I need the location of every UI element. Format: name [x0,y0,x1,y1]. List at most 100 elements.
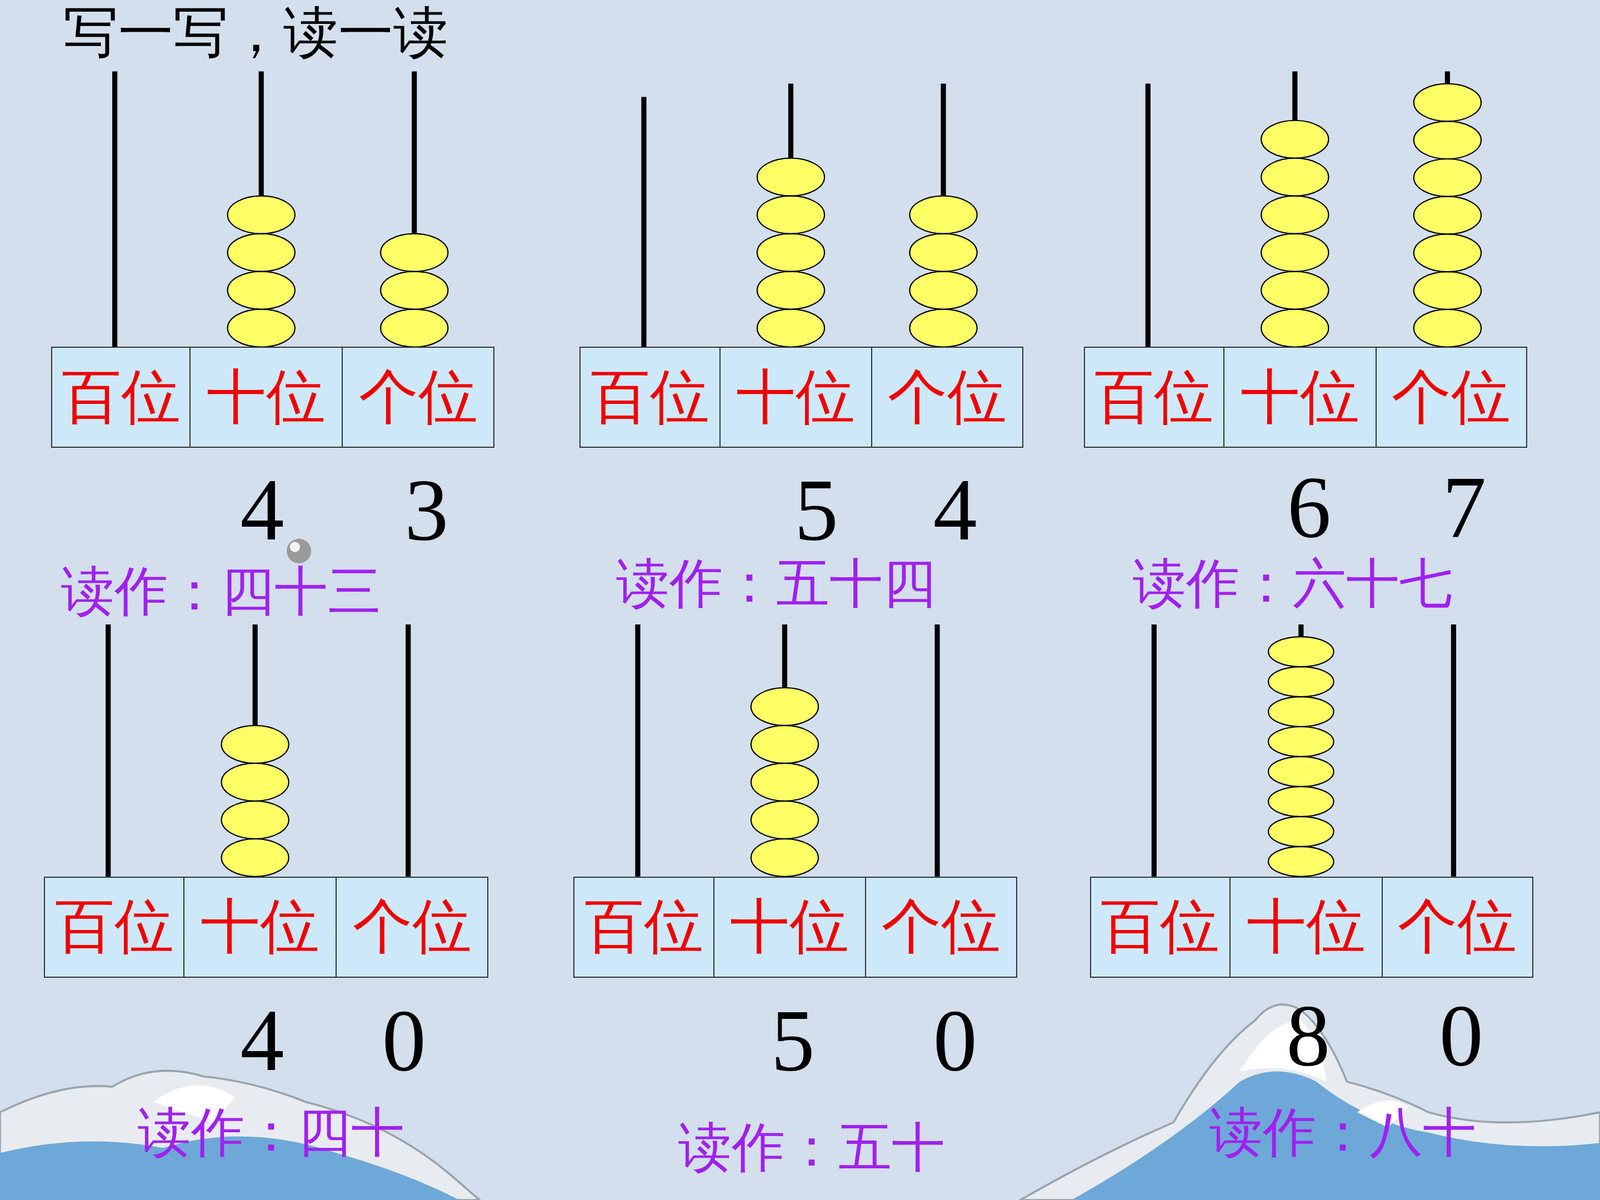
abacus-bead [751,801,819,839]
abacus-bead [909,271,977,310]
abacus-bead [757,233,825,272]
title: 写一写，读一读 [63,0,449,70]
digit: 4 [240,466,285,554]
place-value-cell: 个位 [865,876,1018,978]
abacus-bead [221,725,289,764]
reading: 读作：八十 [1209,1103,1477,1162]
abacus-bead [751,725,819,764]
place-value-name: 百位 [55,886,174,968]
digit: 6 [1287,463,1332,552]
place-value-cell: 个位 [1381,876,1534,978]
abacus-bead [1413,83,1482,122]
abacus-bead [1268,696,1334,727]
abacus-bead [1261,271,1329,310]
abacus-rod [635,624,640,877]
abacus-bead [1268,636,1334,667]
digit: 7 [1442,463,1487,552]
place-value-cell: 个位 [341,346,495,448]
abacus-bead [221,763,289,802]
abacus-rod [1145,83,1151,348]
abacus-bead [380,309,448,348]
place-value-cell: 个位 [1375,346,1528,448]
place-value-cell: 十位 [1223,346,1377,448]
abacus-rod [1151,624,1157,877]
place-value-name: 十位 [200,886,320,968]
place-value-name: 个位 [887,357,1007,438]
place-value-name: 十位 [1240,357,1360,438]
place-value-cell: 个位 [871,346,1024,448]
abacus-bead [757,309,825,348]
abacus-bead [221,838,289,877]
abacus-bead [221,801,289,839]
abacus-bead [751,838,819,877]
digit: 3 [404,466,449,554]
abacus-bead [227,233,295,272]
digit: 5 [771,996,815,1085]
digit: 0 [382,996,427,1085]
abacus-bead [1413,233,1482,272]
abacus-bead [757,271,825,310]
abacus-rod [934,624,940,877]
place-value-name: 百位 [590,357,710,438]
abacus-rod [405,624,411,877]
abacus-bead [227,271,295,310]
abacus-rod [105,624,111,877]
reading: 读作：四十 [137,1103,405,1162]
place-value-cell: 百位 [579,346,720,448]
abacus-bead [380,271,448,310]
cursor-dot [286,538,312,564]
reading: 读作：四十三 [61,562,382,622]
abacus-bead [1261,233,1329,272]
abacus-bead [1261,120,1329,159]
place-value-name: 个位 [352,886,472,968]
abacus-bead [1268,786,1334,817]
abacus-bead [1261,158,1329,197]
place-value-cell: 十位 [1229,876,1383,978]
place-value-cell: 百位 [1090,876,1231,978]
place-value-cell: 十位 [183,876,337,978]
abacus-rod [112,71,118,348]
place-value-cell: 百位 [1083,346,1225,448]
abacus-bead [909,309,977,348]
abacus-bead [1268,666,1334,697]
place-value-name: 百位 [61,357,181,438]
place-value-name: 个位 [358,357,478,438]
place-value-name: 十位 [730,886,849,968]
abacus-bead [1413,158,1482,197]
abacus-bead [1413,309,1482,348]
place-value-name: 个位 [881,886,1001,968]
abacus-bead [909,196,977,234]
reading: 读作：五十 [678,1118,945,1178]
abacus-bead [227,309,295,348]
place-value-cell: 十位 [713,876,867,978]
place-value-name: 十位 [206,357,326,438]
abacus-bead [751,763,819,802]
place-value-name: 百位 [1094,357,1214,438]
abacus-bead [1268,816,1334,847]
digit: 4 [240,996,285,1085]
abacus-bead [227,196,295,234]
abacus-bead [1261,196,1329,234]
digit: 0 [933,996,978,1085]
abacus-bead [751,687,819,726]
abacus-bead [380,233,448,272]
abacus-bead [1268,756,1334,787]
place-value-name: 十位 [736,357,855,438]
abacus-bead [1413,271,1482,310]
place-value-name: 十位 [1246,886,1366,968]
digit: 4 [933,466,978,554]
abacus-bead [1268,726,1334,757]
place-value-cell: 个位 [335,876,489,978]
digit: 8 [1286,991,1330,1080]
abacus-bead [757,158,825,197]
place-value-cell: 百位 [573,876,714,978]
digit: 0 [1439,991,1484,1080]
place-value-name: 个位 [1397,886,1517,968]
abacus-rod [1451,624,1457,877]
place-value-cell: 百位 [51,346,192,448]
place-value-cell: 百位 [43,876,185,978]
abacus-bead [1268,846,1334,877]
abacus-rod [641,96,647,347]
abacus-bead [909,233,977,272]
place-value-name: 百位 [1100,886,1220,968]
